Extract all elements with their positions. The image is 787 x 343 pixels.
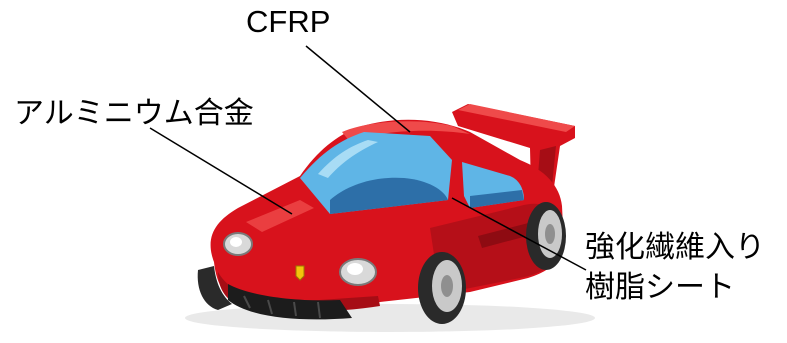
label-frp-sheet-line2: 樹脂シート — [585, 268, 765, 308]
yellow-emblem-icon — [296, 266, 304, 280]
label-frp-sheet-line1: 強化繊維入り — [585, 228, 765, 268]
leader-line-aluminum — [150, 128, 292, 214]
label-frp-sheet: 強化繊維入り 樹脂シート — [585, 228, 765, 308]
leader-line-cfrp — [306, 46, 410, 132]
label-cfrp: CFRP — [246, 4, 330, 40]
label-aluminum-alloy: アルミニウム合金 — [14, 96, 254, 132]
